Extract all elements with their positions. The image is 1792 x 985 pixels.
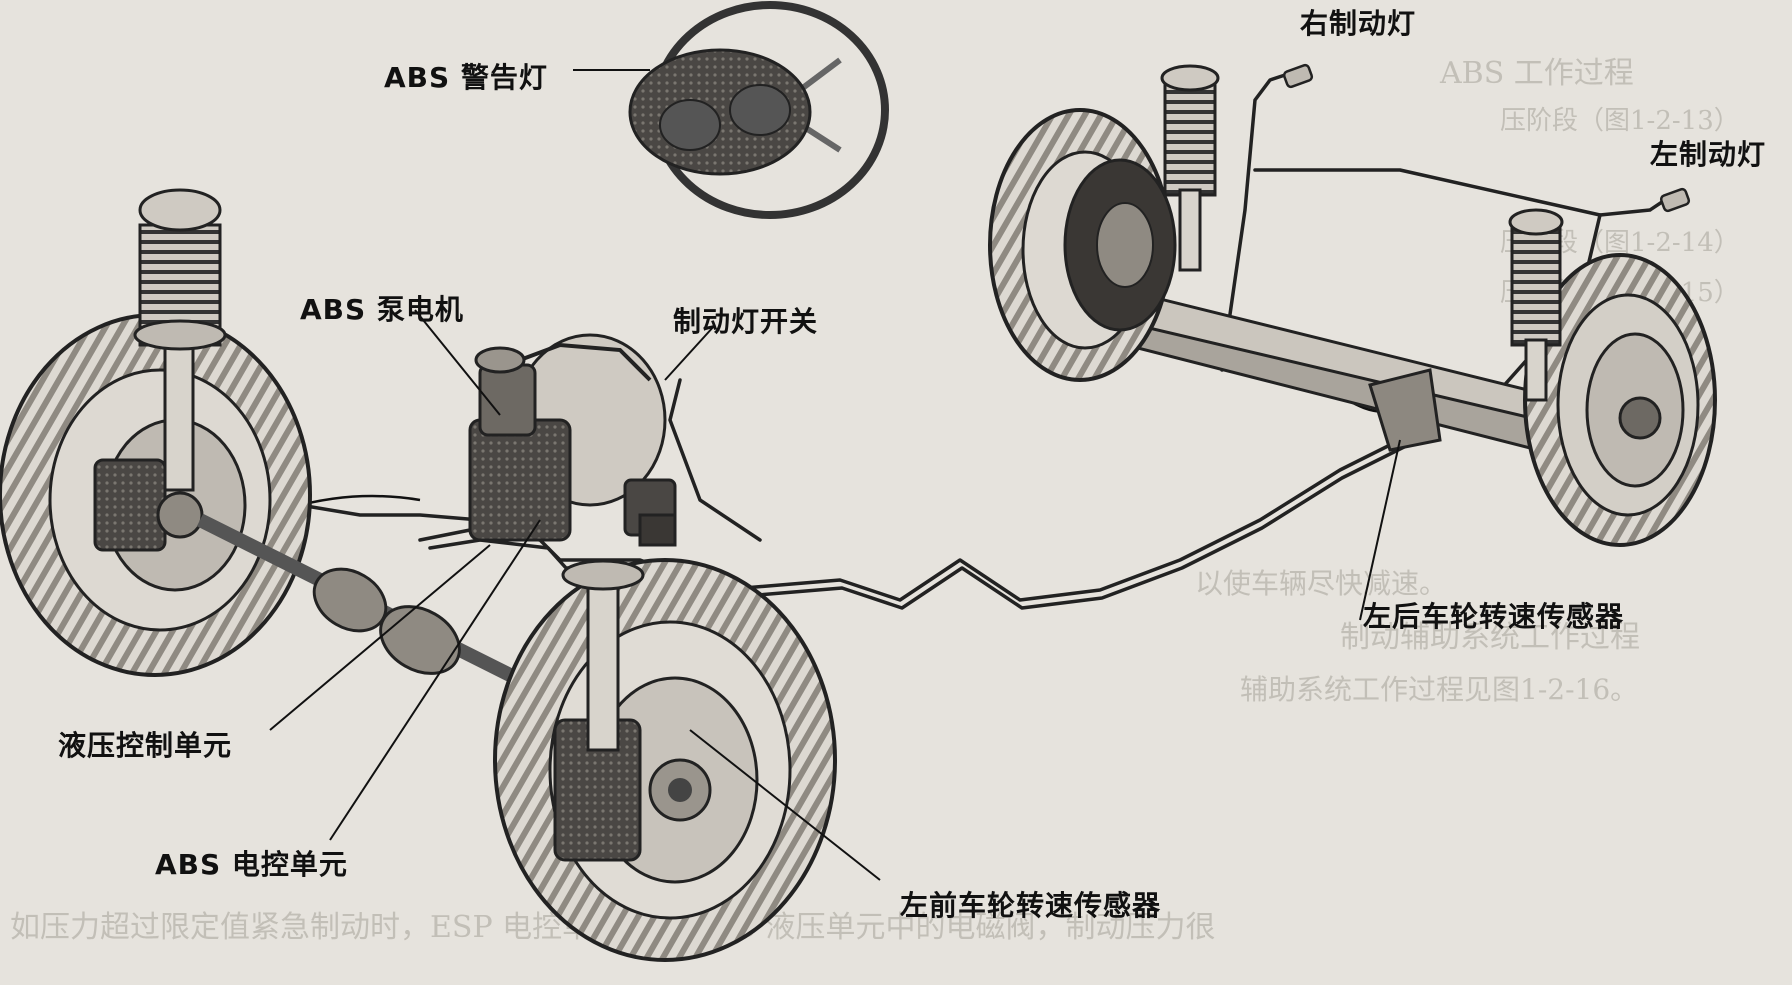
label-hydraulic-control-unit: 液压控制单元 <box>58 729 233 762</box>
brake-booster-and-hydraulic-unit <box>468 333 677 547</box>
background-text-decelerate: 以使车辆尽快减速。 <box>1195 567 1448 600</box>
label-rear-left-wheel-speed-sensor: 左后车轮转速传感器 <box>1363 600 1625 633</box>
rear-left-shock <box>1508 208 1564 402</box>
front-drive-shaft <box>196 513 564 707</box>
background-text-brake-assist: 制动辅助系统工作过程 <box>1340 620 1640 655</box>
background-text-assist-figure: 辅助系统工作过程见图1-2-16。 <box>1240 673 1639 706</box>
label-abs-ecu: ABS 电控单元 <box>155 848 348 881</box>
brake-light-bulbs <box>1282 63 1691 213</box>
background-text-stage-a: 压阶段（图1-2-13） <box>1500 106 1740 136</box>
leader-lines <box>269 69 1401 881</box>
front-right-wheel-assembly <box>493 558 837 962</box>
label-right-brake-light: 右制动灯 <box>1300 7 1417 40</box>
background-text-abs-process: ABS 工作过程 <box>1440 56 1634 91</box>
label-abs-pump-motor: ABS 泵电机 <box>300 293 464 326</box>
rear-right-shock <box>1160 64 1220 272</box>
label-brake-light-switch: 制动灯开关 <box>673 305 819 338</box>
front-left-wheel-assembly <box>0 313 312 677</box>
front-left-strut <box>133 188 227 492</box>
label-front-left-wheel-speed-sensor: 左前车轮转速传感器 <box>900 889 1162 922</box>
rear-right-wheel-assembly <box>988 108 1177 382</box>
steering-wheel-and-dash <box>628 1 889 219</box>
label-abs-warning-light: ABS 警告灯 <box>384 61 548 94</box>
front-right-strut <box>561 558 645 752</box>
label-left-brake-light: 左制动灯 <box>1650 138 1767 171</box>
